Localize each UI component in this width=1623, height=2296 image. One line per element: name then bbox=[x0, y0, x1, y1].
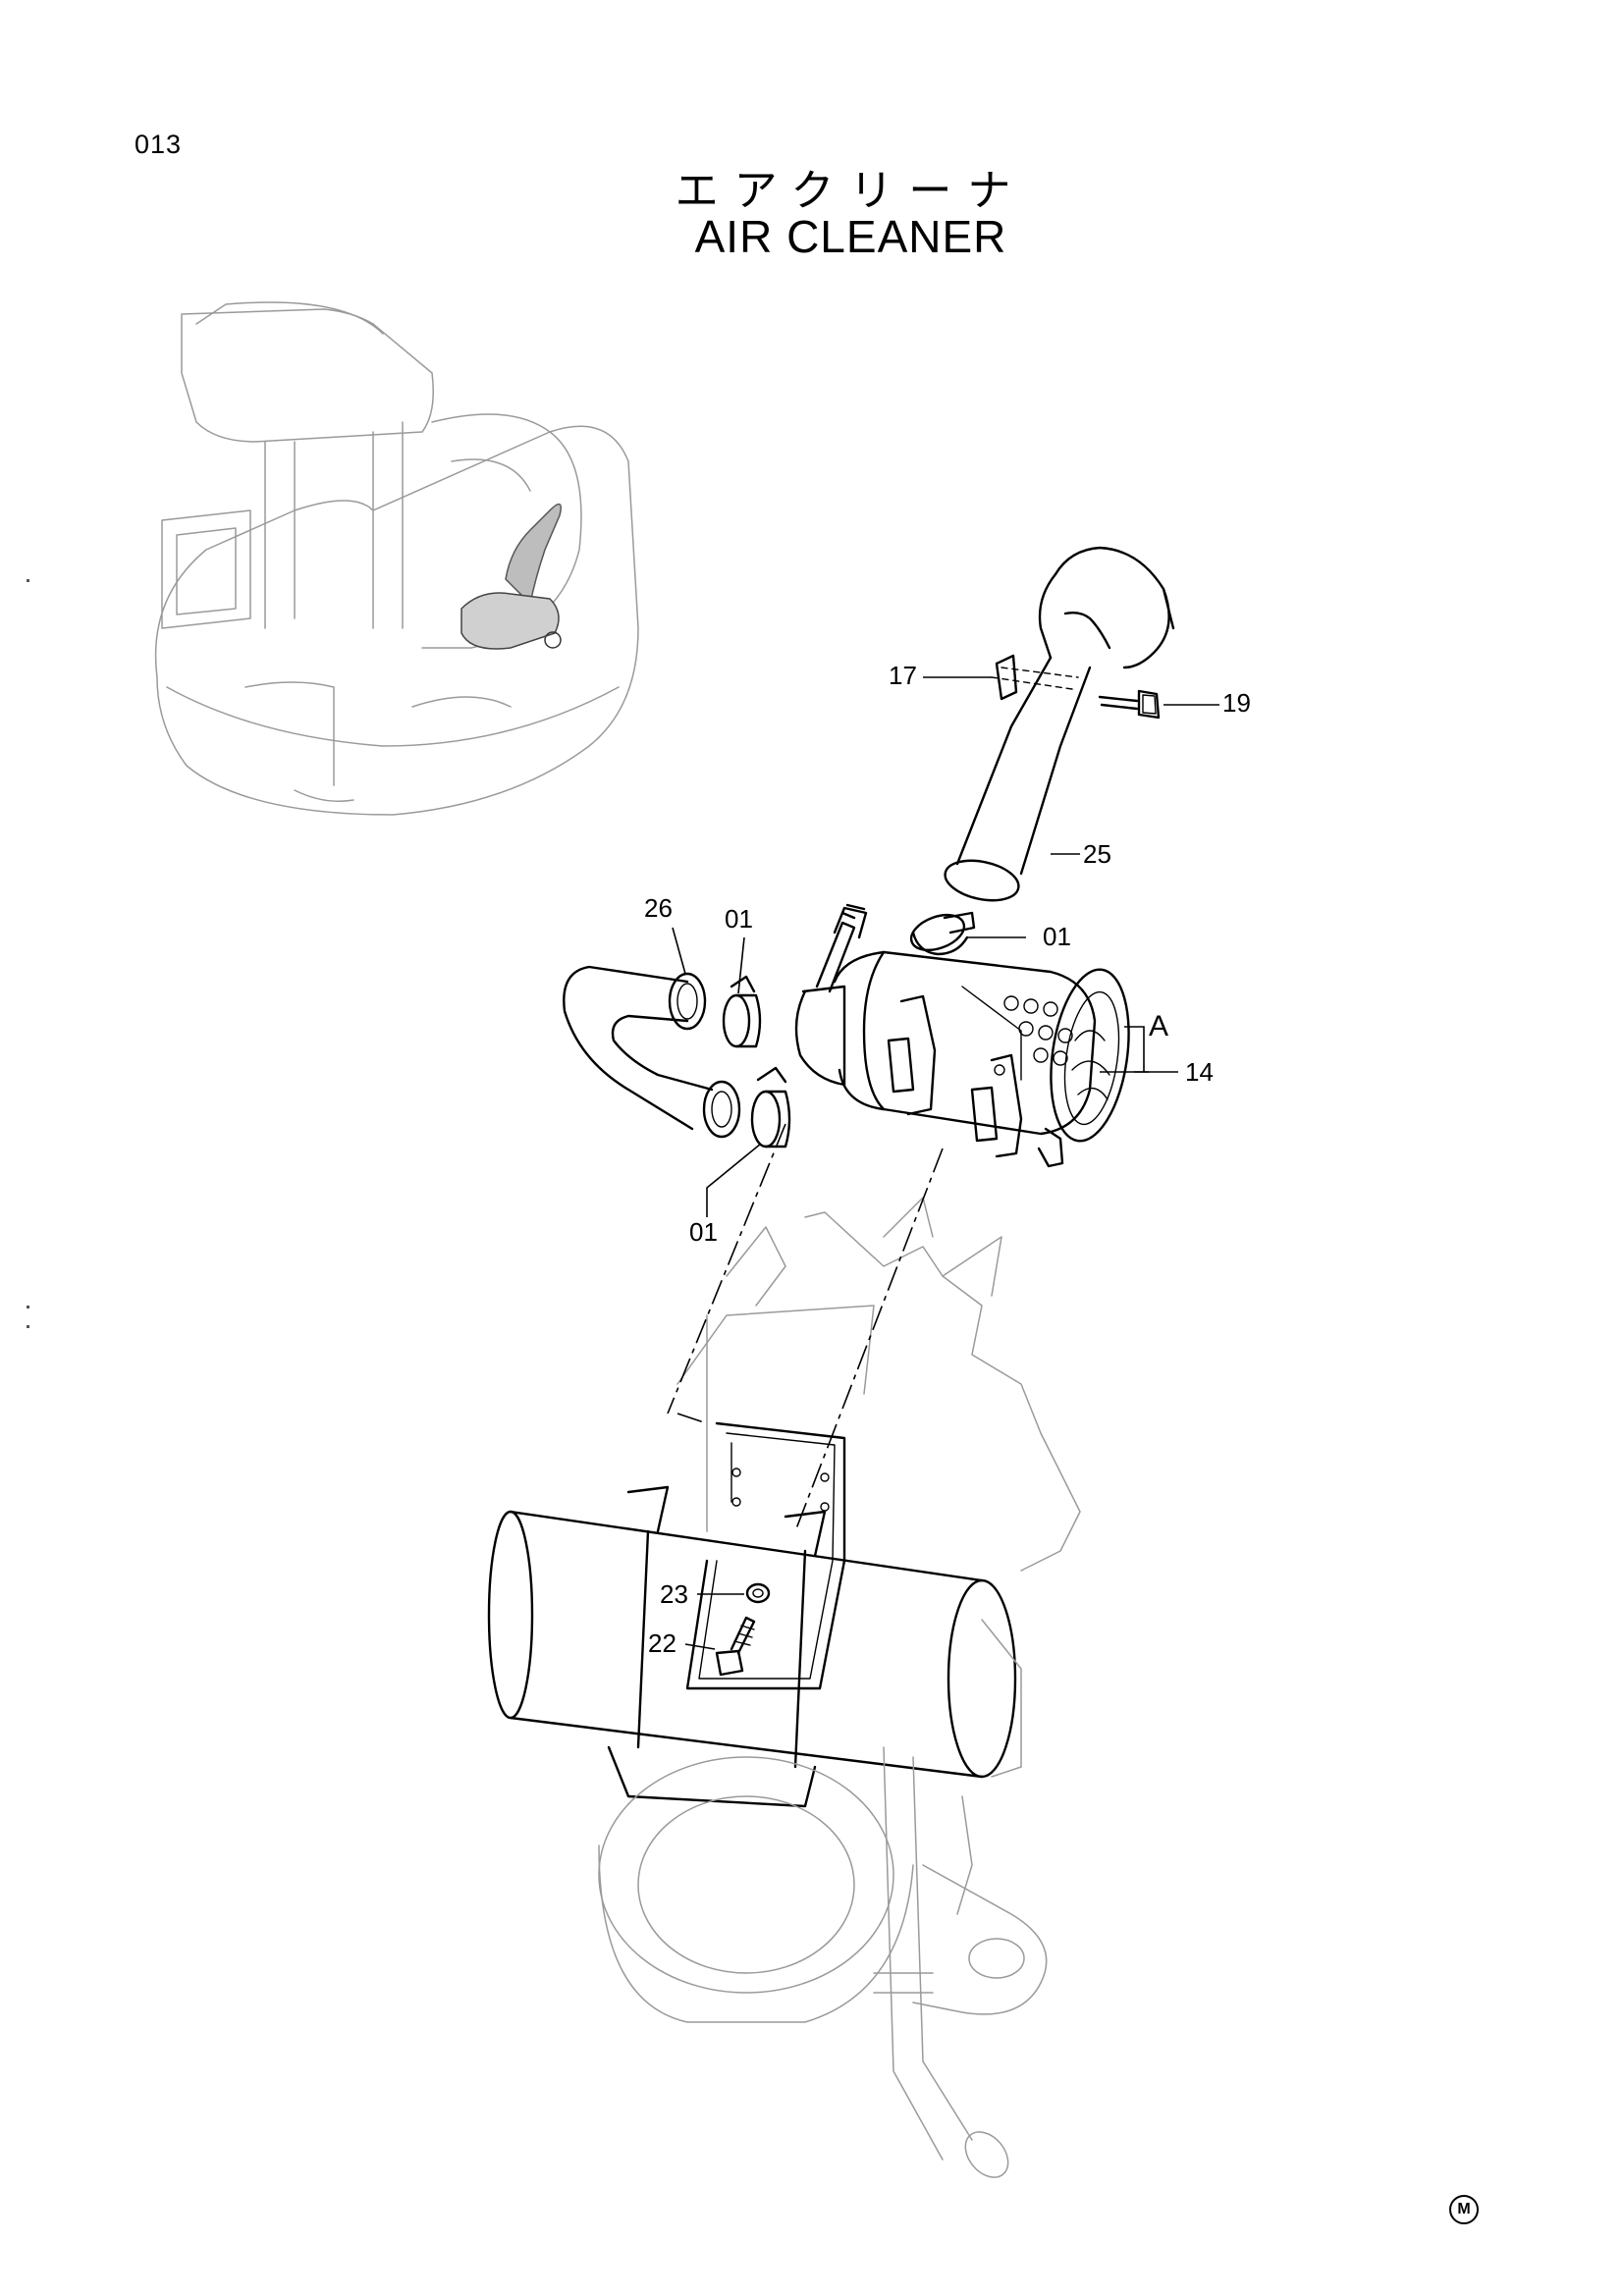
lower-hose-26 bbox=[563, 965, 741, 1139]
m-mark-symbol: M bbox=[1449, 2195, 1479, 2224]
margin-dot bbox=[27, 1306, 29, 1308]
margin-dot bbox=[27, 1325, 29, 1328]
page-number: 013 bbox=[135, 130, 183, 159]
engine-and-mounting-illustration bbox=[487, 1197, 1081, 2178]
machine-overview-illustration bbox=[154, 301, 639, 816]
callout-17: 17 bbox=[889, 661, 917, 690]
bolt-22 bbox=[715, 1616, 756, 1677]
callout-23: 23 bbox=[660, 1579, 688, 1609]
margin-dot bbox=[27, 579, 29, 582]
hose-clamp-01-lower bbox=[750, 1066, 791, 1148]
callout-01-middle: 01 bbox=[725, 904, 753, 934]
callout-leaders bbox=[672, 676, 1219, 1650]
washer-23 bbox=[745, 1582, 771, 1604]
callout-01-upper: 01 bbox=[1043, 922, 1071, 951]
callout-19: 19 bbox=[1222, 688, 1251, 718]
callout-22: 22 bbox=[648, 1629, 676, 1658]
hose-clamp-01-upper bbox=[909, 911, 976, 956]
assembly-centerlines bbox=[667, 1123, 944, 1532]
hose-clamp-01-middle bbox=[722, 975, 762, 1048]
callout-a: A bbox=[1149, 1010, 1168, 1042]
callout-25: 25 bbox=[1083, 839, 1111, 869]
upper-elbow-hose-25 bbox=[944, 546, 1175, 902]
bolt-19 bbox=[1098, 689, 1161, 720]
title-english: AIR CLEANER bbox=[694, 211, 1007, 262]
callout-01-lower: 01 bbox=[689, 1217, 718, 1247]
callout-14: 14 bbox=[1185, 1057, 1214, 1087]
air-cleaner-assembly-14 bbox=[794, 903, 1130, 1168]
callout-26: 26 bbox=[644, 893, 673, 923]
title-japanese: エアクリーナ bbox=[675, 166, 1027, 216]
